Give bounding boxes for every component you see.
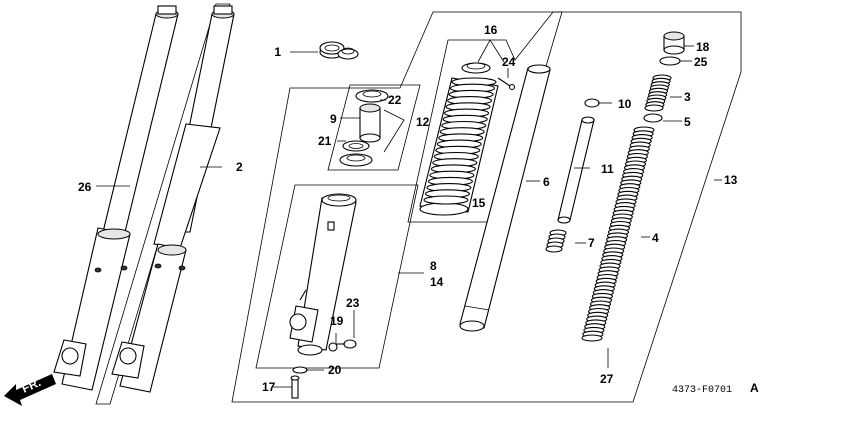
- callout-16: 16: [484, 23, 498, 37]
- callout-8: 8: [430, 259, 437, 273]
- callout-17: 17: [262, 380, 276, 394]
- callout-22: 22: [388, 93, 402, 107]
- part-8-14-fork-slider: [289, 193, 357, 356]
- callout-19: 19: [330, 314, 344, 328]
- part-21-washer: [342, 140, 370, 152]
- part-25-o-ring: [659, 56, 681, 66]
- callout-13: 13: [724, 173, 738, 187]
- callout-27: 27: [600, 372, 614, 386]
- callout-1: 1: [274, 45, 281, 59]
- part-16-boot-clamp: [461, 62, 491, 74]
- callout-26: 26: [78, 180, 92, 194]
- assembled-fork-left: [53, 5, 179, 391]
- callout-7: 7: [588, 236, 595, 250]
- callout-5: 5: [684, 115, 691, 129]
- part-3-spacer-spring: [644, 74, 672, 112]
- assembled-fork-right: [111, 5, 235, 393]
- callout-11: 11: [601, 162, 614, 176]
- part-22-oil-seal-lower: [339, 153, 373, 167]
- bushing-subframe: [327, 84, 421, 171]
- part-18-fork-cap-bolt: [663, 31, 685, 55]
- callout-9: 9: [330, 112, 337, 126]
- part-15-fork-boot: [419, 77, 499, 216]
- callout-23: 23: [346, 296, 360, 310]
- part-17-socket-bolt: [290, 375, 300, 399]
- exploded-group-frame: [231, 11, 742, 403]
- part-7-rebound-spring: [545, 229, 567, 253]
- part-22-dust-seal: [355, 89, 389, 103]
- callout-24: 24: [502, 55, 516, 69]
- callout-15: 15: [472, 196, 486, 210]
- part-4-fork-spring: [581, 126, 655, 342]
- front-arrow-icon: FR.: [4, 374, 56, 406]
- callout-21: 21: [318, 134, 332, 148]
- part-23-bolt: [336, 339, 357, 349]
- callout-10: 10: [618, 97, 632, 111]
- callout-18: 18: [696, 40, 710, 54]
- callout-20: 20: [328, 363, 342, 377]
- part-19-washer: [328, 342, 338, 352]
- part-20-sealing-washer: [292, 366, 308, 374]
- callout-6: 6: [543, 175, 550, 189]
- callout-14: 14: [430, 275, 444, 289]
- part-6-fork-pipe: [459, 64, 551, 332]
- fork-assembly-frame: [95, 3, 231, 405]
- callout-25: 25: [694, 55, 708, 69]
- callout-4: 4: [652, 231, 659, 245]
- leader-lines: [96, 39, 722, 388]
- callout-labels: 1 2 3 4 5 6 7 8 9 10 11 12 13 14 15 16 1…: [78, 23, 738, 394]
- figure-code-text: 4373-F0701: [672, 385, 732, 396]
- part-9-bushing: [359, 103, 381, 143]
- callout-2: 2: [236, 160, 243, 174]
- part-24-clamp-screw: [497, 77, 516, 91]
- figure-code-suffix: A: [750, 381, 759, 395]
- callout-12: 12: [416, 115, 430, 129]
- part-11-damper-piston: [557, 116, 595, 224]
- part-5-spring-seat: [643, 113, 663, 123]
- direction-label: FR.: [20, 375, 43, 396]
- part-1-seal-ring: [319, 41, 359, 60]
- part-10-piston-ring: [584, 98, 600, 108]
- callout-3: 3: [684, 90, 691, 104]
- slider-subframe: [255, 184, 419, 369]
- figure-code: 4373-F0701 A: [672, 381, 759, 396]
